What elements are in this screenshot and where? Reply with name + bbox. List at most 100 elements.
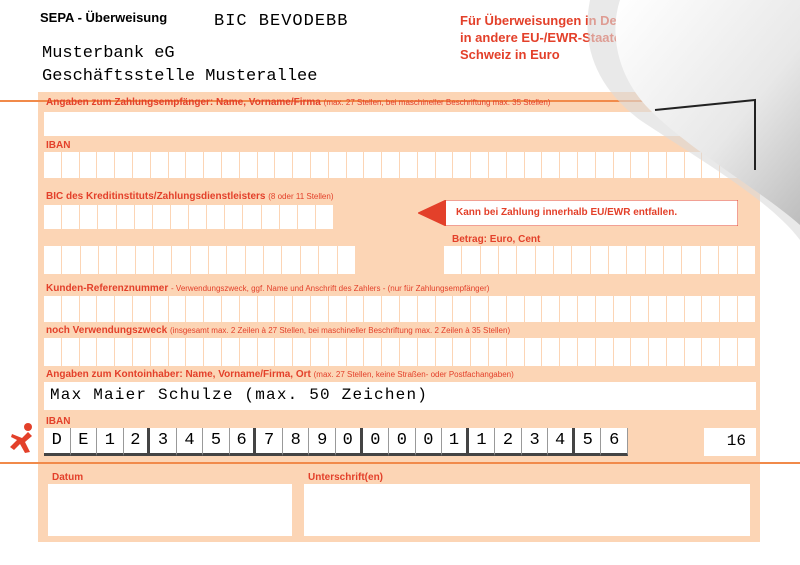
char-cell [649, 152, 666, 178]
char-cell [560, 296, 577, 322]
signature-field[interactable] [304, 484, 750, 536]
top-line [0, 100, 800, 102]
char-cell [152, 205, 170, 229]
char-cell [417, 296, 435, 322]
char-cell [435, 338, 453, 366]
char-cell [275, 152, 293, 178]
char-cell [560, 338, 577, 366]
purpose-field[interactable] [44, 338, 756, 366]
char-cell [613, 338, 631, 366]
char-cell [227, 246, 245, 274]
char-cell [577, 296, 595, 322]
char-cell [315, 205, 333, 229]
bic-label: BIC des Kreditinstituts/Zahlungsdienstle… [46, 191, 334, 202]
char-cell [435, 296, 453, 322]
char-cell [417, 338, 435, 366]
char-cell [79, 152, 97, 178]
char-cell [595, 152, 613, 178]
char-cell [664, 246, 682, 274]
char-cell [279, 205, 297, 229]
char-cell [684, 152, 702, 178]
reference-label: Kunden-Referenznummer - Verwendungszweck… [46, 283, 490, 294]
char-cell [682, 246, 700, 274]
char-cell [97, 338, 115, 366]
char-cell [61, 296, 79, 322]
payer-value: Max Maier Schulze (max. 50 Zeichen) [50, 386, 429, 404]
bic-callout: Kann bei Zahlung innerhalb EU/EWR entfal… [416, 199, 739, 227]
char-cell [328, 296, 346, 322]
amount-extra-field[interactable] [44, 246, 356, 274]
char-cell [364, 152, 382, 178]
char-cell [257, 296, 275, 322]
char-cell [595, 338, 613, 366]
char-cell [560, 152, 577, 178]
char-cell [506, 338, 524, 366]
char-cell [524, 338, 542, 366]
char-cell [98, 205, 116, 229]
char-cell [577, 338, 595, 366]
char-cell [738, 338, 755, 366]
char-cell [488, 152, 506, 178]
char-cell [609, 246, 627, 274]
char-cell [97, 296, 115, 322]
char-cell [134, 205, 152, 229]
char-cell [172, 246, 190, 274]
char-cell [595, 296, 613, 322]
amount-field[interactable] [444, 246, 756, 274]
char-cell [720, 338, 738, 366]
bic-callout-text: Kann bei Zahlung innerhalb EU/EWR entfal… [456, 207, 678, 218]
char-cell [666, 296, 684, 322]
char-cell [444, 246, 462, 274]
char-cell [62, 205, 80, 229]
char-cell [480, 246, 499, 274]
bic-field[interactable] [44, 205, 334, 229]
iban-char: 1 [442, 428, 469, 456]
char-cell [328, 152, 346, 178]
char-cell [684, 338, 702, 366]
char-cell [577, 152, 595, 178]
char-cell [542, 338, 560, 366]
char-cell [417, 152, 435, 178]
char-cell [488, 296, 506, 322]
char-cell [310, 338, 328, 366]
iban-char: 8 [282, 428, 310, 456]
char-cell [79, 296, 97, 322]
date-field[interactable] [48, 484, 292, 536]
char-cell [221, 296, 239, 322]
iban-char: 0 [336, 428, 363, 456]
char-cell [346, 152, 364, 178]
char-cell [631, 152, 649, 178]
char-cell [168, 338, 186, 366]
char-cell [471, 152, 488, 178]
iban-char: 1 [468, 428, 496, 456]
char-cell [186, 338, 204, 366]
char-cell [204, 338, 221, 366]
char-cell [132, 296, 150, 322]
iban-char: 1 [97, 428, 124, 456]
iban-char: 2 [495, 428, 522, 456]
code-value: 16 [726, 432, 746, 450]
char-cell [462, 246, 480, 274]
iban-field[interactable] [44, 152, 756, 178]
char-cell [150, 296, 168, 322]
char-cell [243, 205, 261, 229]
char-cell [488, 338, 506, 366]
char-cell [524, 296, 542, 322]
char-cell [399, 296, 417, 322]
payer-field[interactable]: Max Maier Schulze (max. 50 Zeichen) [44, 382, 756, 410]
char-cell [542, 296, 560, 322]
char-cell [554, 246, 572, 274]
char-cell [99, 246, 117, 274]
page-curl [587, 0, 800, 240]
char-cell [719, 246, 737, 274]
char-cell [297, 205, 315, 229]
char-cell [293, 296, 310, 322]
char-cell [44, 205, 62, 229]
bottom-line [0, 462, 800, 464]
char-cell [506, 152, 524, 178]
char-cell [44, 296, 61, 322]
char-cell [310, 152, 328, 178]
char-cell [737, 246, 755, 274]
reference-field[interactable] [44, 296, 756, 322]
